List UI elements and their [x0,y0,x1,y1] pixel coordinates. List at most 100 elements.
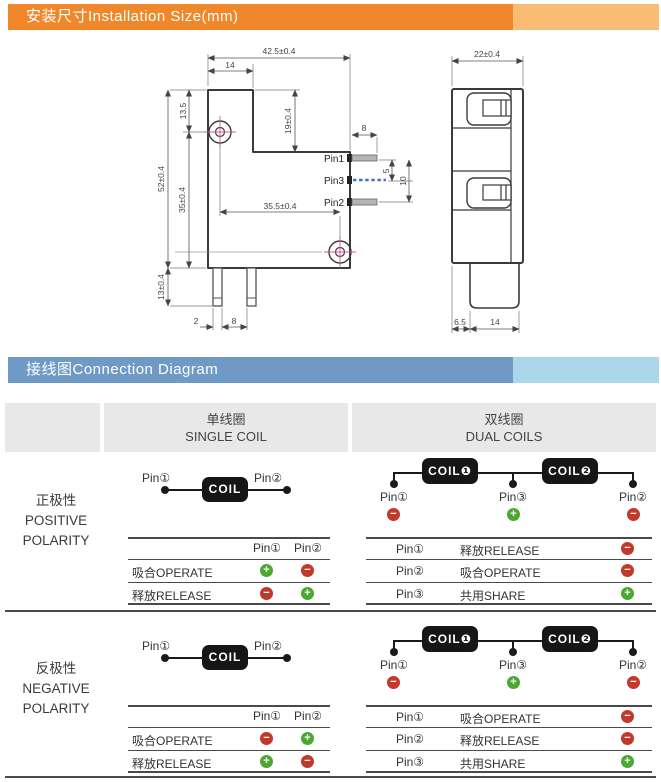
lead-pin1 [351,154,378,162]
row1-label: 吸合OPERATE [460,712,541,726]
negative-polarity-section: 反极性 NEGATIVE POLARITY Pin① Pin② COIL Pin… [0,623,661,782]
operate-pin2-sign: + [301,732,314,745]
pin1-label: Pin① [379,490,409,504]
dim-foot-offset: 6.5 [454,317,466,327]
dim-bottom-pin-gap: 8 [232,316,237,326]
dim-foot-width: 14 [490,317,500,327]
terminal-dot [509,480,517,488]
operate-pin1-sign: + [260,564,273,577]
header-bar-dark [8,357,513,383]
section-divider [5,610,656,612]
dim-hole-top: 13.5 [178,102,188,119]
pin1-sign: − [387,676,400,689]
pin2-label: Pin② [254,471,283,485]
dim-lead-length: 8 [362,123,367,133]
dim-overall-width: 42.5±0.4 [262,46,295,56]
side-foot [469,264,520,309]
single-coil-en: SINGLE COIL [185,428,267,444]
pin1-label: Pin① [379,658,409,672]
pin3-label: Pin③ [498,658,528,672]
terminal-dot [161,654,169,662]
single-coil-table: Pin① Pin② 吸合OPERATE − + 释放RELEASE + − [128,705,330,773]
lead-tick-pin1 [347,154,352,162]
dual-coils-en: DUAL COILS [465,428,543,444]
pin2-label: Pin② [618,658,648,672]
header-bar-light [513,357,659,383]
bottom-pin-1 [212,267,223,307]
column-header-empty [5,403,100,452]
row2-sign: − [621,564,634,577]
col-pin2: Pin② [293,541,323,555]
operate-pin2-sign: − [301,564,314,577]
terminal-dot [509,648,517,656]
polarity-en2: POLARITY [22,533,90,548]
dim-overall-height: 52±0.4 [156,166,166,192]
release-pin2-sign: − [301,755,314,768]
pin3-label: Pin3 [324,176,344,187]
polarity-zh: 反极性 [35,661,77,676]
pin3-sign: + [507,508,520,521]
pin3-sign: + [507,676,520,689]
lead-tick-pin3 [347,176,352,184]
coil2-box: COIL❷ [542,458,598,484]
pin2-sign: − [627,676,640,689]
row-operate-label: 吸合OPERATE [132,566,213,580]
positive-polarity-label: 正极性 POSITIVE POLARITY [5,491,107,551]
row-operate-label: 吸合OPERATE [132,734,213,748]
mounting-hole-top [204,116,236,148]
pin2-label: Pin2 [324,198,344,209]
dual-coil-table: Pin① 释放RELEASE − Pin② 吸合OPERATE − Pin③ 共… [366,537,652,605]
row1-pin: Pin① [395,542,425,556]
lead-pin2 [351,198,378,206]
row3-pin: Pin③ [395,755,425,769]
dual-coil-diagram: COIL❶ COIL❷ Pin① Pin③ Pin② − + − [352,626,656,696]
connection-diagram-title: 接线图Connection Diagram [26,361,219,378]
polarity-en1: NEGATIVE [22,681,90,696]
pin3-label: Pin③ [498,490,528,504]
dim-bottom-pin-width: 2 [194,316,199,326]
pin1-sign: − [387,508,400,521]
terminal-dot [390,480,398,488]
column-header-single-coil: 单线圈 SINGLE COIL [104,403,348,452]
installation-drawing: Pin1 Pin3 Pin2 [156,46,524,333]
connection-diagram-header: 接线图Connection Diagram [8,357,659,383]
dim-hole-span: 35.5±0.4 [263,201,296,211]
terminal-dot [161,486,169,494]
row-release-label: 释放RELEASE [132,589,212,603]
col-pin1: Pin① [252,541,282,555]
bottom-pin-2 [246,267,257,307]
row2-pin: Pin② [395,732,425,746]
installation-size-header: 安装尺寸Installation Size(mm) [8,4,659,30]
row3-sign: + [621,587,634,600]
row2-label: 释放RELEASE [460,734,540,748]
row3-sign: + [621,755,634,768]
front-view: Pin1 Pin3 Pin2 [156,46,413,330]
dim-side-width: 22±0.4 [474,49,500,59]
dim-bottom-pin-length: 13±0.4 [156,274,166,300]
dim-pin-pitch-total: 10 [398,176,408,186]
single-coil-table: Pin① Pin② 吸合OPERATE + − 释放RELEASE − + [128,537,330,605]
release-pin1-sign: + [260,755,273,768]
row2-sign: − [621,732,634,745]
terminal-dot [390,648,398,656]
dim-notch-depth: 19±0.4 [283,108,293,134]
lead-tick-pin2 [347,198,352,206]
column-header-dual-coils: 双线圈 DUAL COILS [352,403,656,452]
dimension-lines [165,55,412,330]
pin2-label: Pin② [618,490,648,504]
release-pin1-sign: − [260,587,273,600]
dual-coil-table: Pin① 吸合OPERATE − Pin② 释放RELEASE − Pin③ 共… [366,705,652,773]
dual-coil-diagram: COIL❶ COIL❷ Pin① Pin③ Pin② − + − [352,458,656,528]
col-pin2: Pin② [293,709,323,723]
row3-label: 共用SHARE [460,589,526,603]
single-coil-diagram: Pin① Pin② COIL [104,465,348,517]
single-coil-diagram: Pin① Pin② COIL [104,633,348,685]
side-body-outline [451,88,524,264]
installation-size-title: 安装尺寸Installation Size(mm) [26,8,239,25]
row3-label: 共用SHARE [460,757,526,771]
row1-sign: − [621,710,634,723]
page-bottom-rule [5,776,656,778]
side-dimension-lines [451,58,524,332]
front-body-outline [207,89,351,269]
side-view: 22±0.4 6.5 14 [451,49,524,333]
